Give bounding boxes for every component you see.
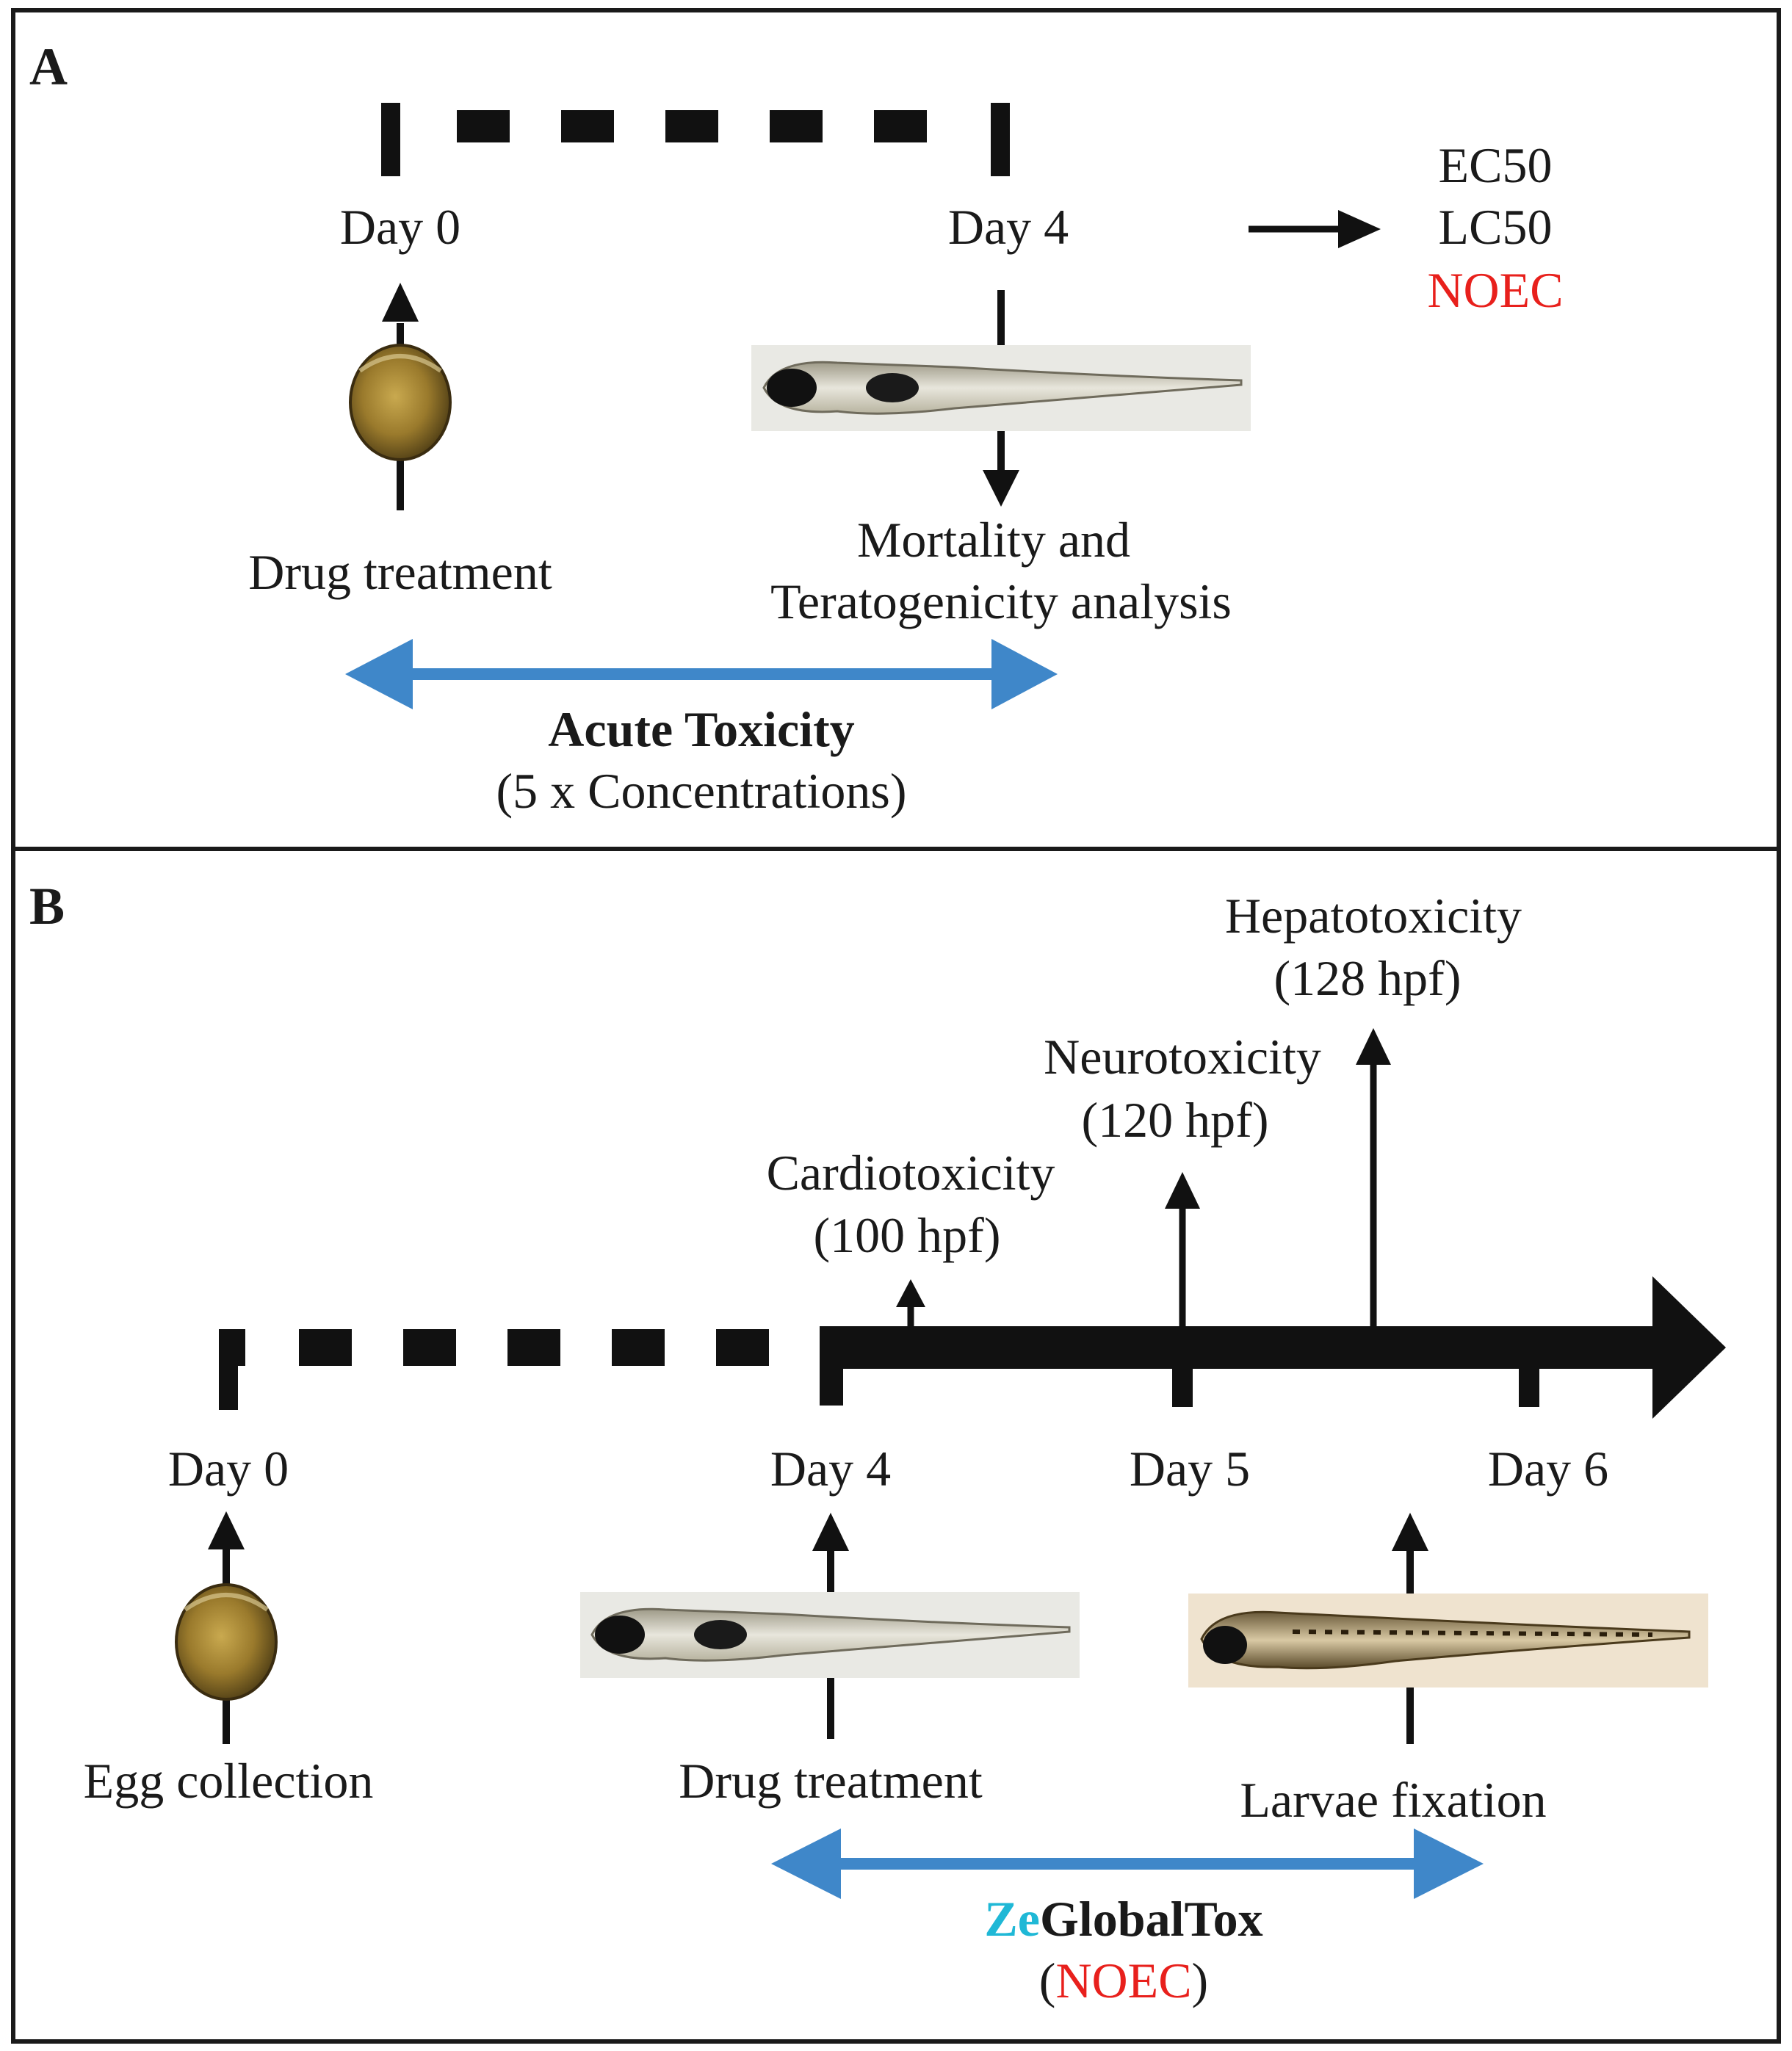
panel-a-analysis-line1: Mortality and (857, 512, 1130, 568)
zeglobaltox-subtitle: (NOEC) (1039, 1953, 1208, 2008)
neurotoxicity-time: (120 hpf) (1082, 1092, 1269, 1148)
zebrafish-larva-image (580, 1592, 1080, 1678)
cardiotoxicity-time: (100 hpf) (814, 1207, 1001, 1263)
embryo-egg-image (175, 1583, 278, 1701)
panel-a-letter: A (29, 37, 68, 96)
panel-a-day0-label: Day 0 (340, 199, 460, 255)
timeline-end-tick (991, 103, 1010, 176)
larvae-fixation-label: Larvae fixation (1240, 1772, 1546, 1828)
zeglobaltox-prefix: Ze (984, 1891, 1040, 1947)
endpoint-ec50: EC50 (1439, 137, 1553, 193)
panel-b-day4-label: Day 4 (770, 1441, 891, 1497)
timeline-start-tick (381, 103, 400, 176)
drug-treatment-label-b: Drug treatment (679, 1753, 983, 1809)
endpoint-arrow (1249, 210, 1381, 248)
neurotoxicity-label: Neurotoxicity (1044, 1029, 1321, 1085)
panel-b-day5-label: Day 5 (1130, 1441, 1250, 1497)
timeline-day5-tick (1172, 1344, 1193, 1407)
timeline-arrowhead (1652, 1276, 1726, 1419)
embryo-egg-image (349, 344, 452, 461)
timeline-dash (507, 1329, 560, 1366)
panel-a-timeline (381, 103, 1010, 176)
cardiotoxicity-label: Cardiotoxicity (767, 1145, 1055, 1201)
panel-a-analysis-line2: Teratogenicity analysis (770, 574, 1232, 629)
panel-b-letter: B (29, 877, 65, 936)
hepatotoxicity-time: (128 hpf) (1274, 950, 1462, 1006)
subtitle-open-paren: ( (1039, 1953, 1056, 2008)
timeline-day6-tick (1519, 1344, 1539, 1407)
panel-a-egg-label: Drug treatment (248, 544, 552, 600)
fixed-zebrafish-larva-image (1188, 1594, 1708, 1688)
neurotoxicity-arrow (1165, 1172, 1200, 1328)
larva-arrow-down-a (983, 431, 1019, 507)
timeline-dash (665, 110, 718, 142)
acute-toxicity-title: Acute Toxicity (548, 701, 854, 757)
panel-b: B Cardiotoxicity (11, 847, 1781, 2044)
endpoint-lc50: LC50 (1439, 199, 1553, 255)
timeline-dash (874, 110, 927, 142)
panel-a: A Day 0 Day 4 EC50 LC50 NOEC (11, 8, 1781, 851)
panel-b-day0-label: Day 0 (168, 1441, 289, 1497)
cardiotoxicity-arrow (896, 1279, 925, 1328)
panel-b-timeline (219, 1276, 1726, 1419)
acute-toxicity-range-arrow (345, 639, 1058, 709)
timeline-dash (403, 1329, 456, 1366)
subtitle-noec: NOEC (1055, 1953, 1191, 2008)
acute-toxicity-subtitle: (5 x Concentrations) (496, 763, 907, 819)
hepatotoxicity-label: Hepatotoxicity (1225, 888, 1522, 944)
timeline-dash (299, 1329, 352, 1366)
timeline-dash (770, 110, 823, 142)
timeline-dash (219, 1329, 245, 1366)
timeline-solid-bar (820, 1326, 1657, 1369)
panel-b-frame (11, 847, 1781, 2044)
zebrafish-larva-image (751, 345, 1251, 431)
subtitle-close-paren: ) (1192, 1953, 1209, 2008)
timeline-dash (561, 110, 614, 142)
egg-collection-label: Egg collection (84, 1753, 374, 1809)
zeglobaltox-name: GlobalTox (1040, 1891, 1263, 1947)
zeglobaltox-title: ZeGlobalTox (984, 1891, 1262, 1947)
hepatotoxicity-arrow (1356, 1028, 1391, 1328)
panel-b-day6-label: Day 6 (1488, 1441, 1608, 1497)
timeline-dash (457, 110, 510, 142)
timeline-dash (716, 1329, 769, 1366)
panel-a-day4-label: Day 4 (948, 199, 1069, 255)
zeglobaltox-range-arrow (771, 1828, 1484, 1899)
timeline-dash (612, 1329, 665, 1366)
endpoint-noec: NOEC (1427, 262, 1563, 318)
